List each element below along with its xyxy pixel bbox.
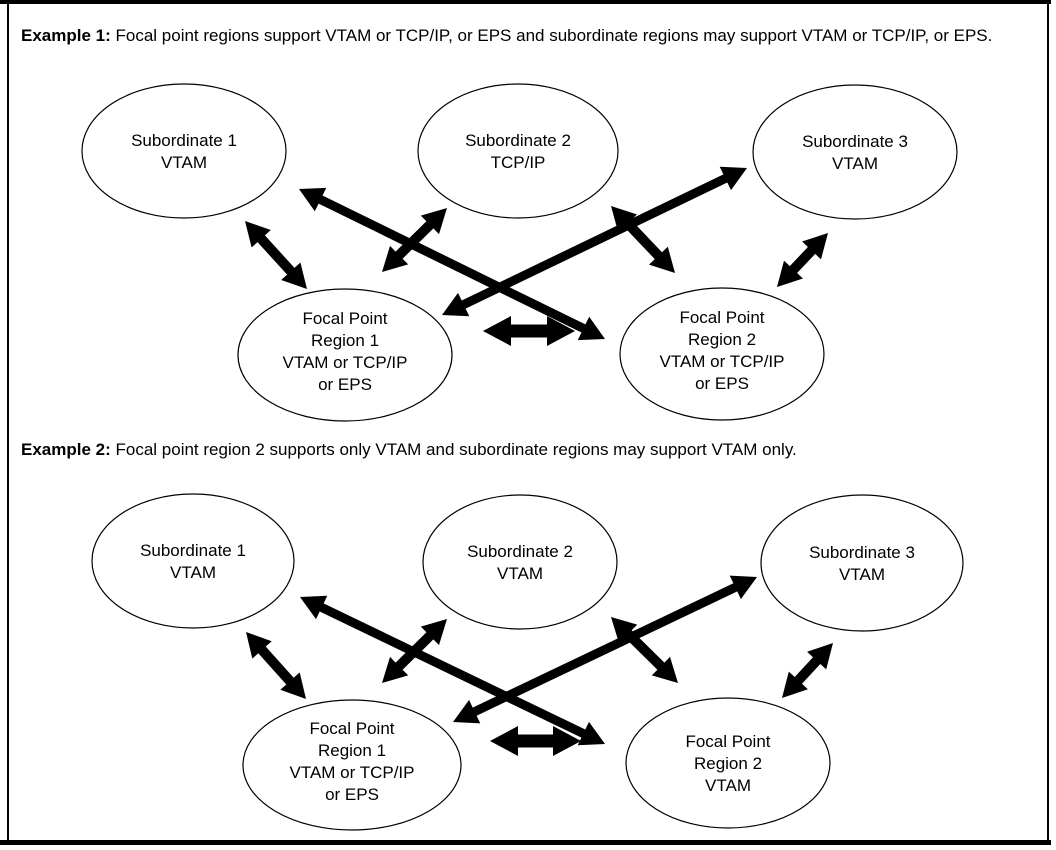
example-2-focal-point-region-1-label-line3: VTAM or TCP/IP — [289, 763, 414, 782]
example-1-diagram: Subordinate 1 VTAM Subordinate 2 TCP/IP Subo… — [81, 83, 958, 422]
example-2-focal-point-region-2-ellipse — [625, 697, 831, 829]
figure-border-bottom — [0, 840, 1051, 845]
example-1-arrow-subordinate-3--focal-point-region-2 — [777, 233, 828, 287]
example-1-focal-point-region-2-label-line3: VTAM or TCP/IP — [659, 352, 784, 371]
example-1-arrow-subordinate-2--focal-point-region-1 — [382, 208, 447, 272]
example-2-focal-point-region-2-label-line1: Focal Point — [685, 732, 770, 751]
example-1-arrow-subordinate-1--focal-point-region-2 — [299, 187, 605, 341]
figure-border-left — [7, 0, 9, 845]
example-2-focal-point-region-2-label-line2: Region 2 — [694, 754, 762, 773]
example-2-heading: Example 2: Focal point region 2 supports… — [21, 438, 1039, 462]
example-1-subordinate-3-ellipse — [752, 84, 958, 220]
example-1-subordinate-3-label-line1: Subordinate 3 — [802, 132, 908, 151]
example-2-label: Example 2: — [21, 440, 111, 459]
example-1-label: Example 1: — [21, 26, 111, 45]
example-2-diagram: Subordinate 1 VTAM Subordinate 2 VTAM Subord… — [91, 493, 964, 831]
example-1-subordinate-2-label-line2: TCP/IP — [491, 153, 546, 172]
example-1-caption: Focal point regions support VTAM or TCP/… — [110, 26, 993, 45]
example-2-arrow-focal-point-region-1--subordinate-3 — [453, 575, 757, 724]
example-2-subordinate-2-ellipse — [422, 494, 618, 630]
example-2-subordinate-1-ellipse — [91, 493, 295, 629]
example-1-focal-point-region-1-label-line3: VTAM or TCP/IP — [282, 353, 407, 372]
example-1-subordinate-2-label-line1: Subordinate 2 — [465, 131, 571, 150]
example-2-subordinate-2-label-line1: Subordinate 2 — [467, 542, 573, 561]
example-1-focal-point-region-2-ellipse — [619, 287, 825, 421]
example-2-focal-point-region-2-label-line3: VTAM — [705, 776, 751, 795]
example-1-focal-point-region-1-ellipse — [237, 288, 453, 422]
example-1-subordinate-1-label-line2: VTAM — [161, 153, 207, 172]
example-1-subordinate-2-ellipse — [417, 83, 619, 219]
example-1-focal-point-region-2-label-line2: Region 2 — [688, 330, 756, 349]
example-2-subordinate-1-label-line2: VTAM — [170, 563, 216, 582]
example-2-arrow-subordinate-2--focal-point-region-2 — [611, 617, 678, 683]
example-1-focal-point-region-1-label-line1: Focal Point — [302, 309, 387, 328]
example-1-focal-point-region-1-label-line2: Region 1 — [311, 331, 379, 350]
example-2-subordinate-3-label-line1: Subordinate 3 — [809, 543, 915, 562]
example-1-arrow-focal-point-region-1--subordinate-3 — [442, 166, 747, 317]
example-2-arrow-subordinate-1--focal-point-region-2 — [300, 595, 605, 746]
example-2-focal-point-region-1-ellipse — [242, 699, 462, 831]
example-2-focal-point-region-1-label-line1: Focal Point — [309, 719, 394, 738]
example-1-arrow-subordinate-1--focal-point-region-1 — [245, 221, 307, 289]
example-2-arrow-focal-point-region-1--focal-point-region-2 — [490, 726, 581, 756]
figure-border-right — [1047, 0, 1049, 845]
example-1-subordinate-1-ellipse — [81, 83, 287, 219]
example-1-subordinate-3-label-line2: VTAM — [832, 154, 878, 173]
example-2-arrow-subordinate-3--focal-point-region-2 — [782, 643, 833, 698]
example-2-subordinate-3-label-line2: VTAM — [839, 565, 885, 584]
example-1-arrow-focal-point-region-1--focal-point-region-2 — [483, 316, 575, 346]
example-2-caption: Focal point region 2 supports only VTAM … — [110, 440, 797, 459]
example-2-subordinate-1-label-line1: Subordinate 1 — [140, 541, 246, 560]
example-2-subordinate-3-ellipse — [760, 494, 964, 632]
example-1-focal-point-region-2-label-line1: Focal Point — [679, 308, 764, 327]
example-1-focal-point-region-2-label-line4: or EPS — [695, 374, 749, 393]
example-2-arrow-subordinate-1--focal-point-region-1 — [246, 632, 306, 699]
example-2-subordinate-2-label-line2: VTAM — [497, 564, 543, 583]
example-1-subordinate-1-label-line1: Subordinate 1 — [131, 131, 237, 150]
figure-border-top — [0, 0, 1051, 4]
example-2-focal-point-region-1-label-line4: or EPS — [325, 785, 379, 804]
example-2-focal-point-region-1-label-line2: Region 1 — [318, 741, 386, 760]
example-1-focal-point-region-1-label-line4: or EPS — [318, 375, 372, 394]
example-1-heading: Example 1: Focal point regions support V… — [21, 24, 1039, 48]
